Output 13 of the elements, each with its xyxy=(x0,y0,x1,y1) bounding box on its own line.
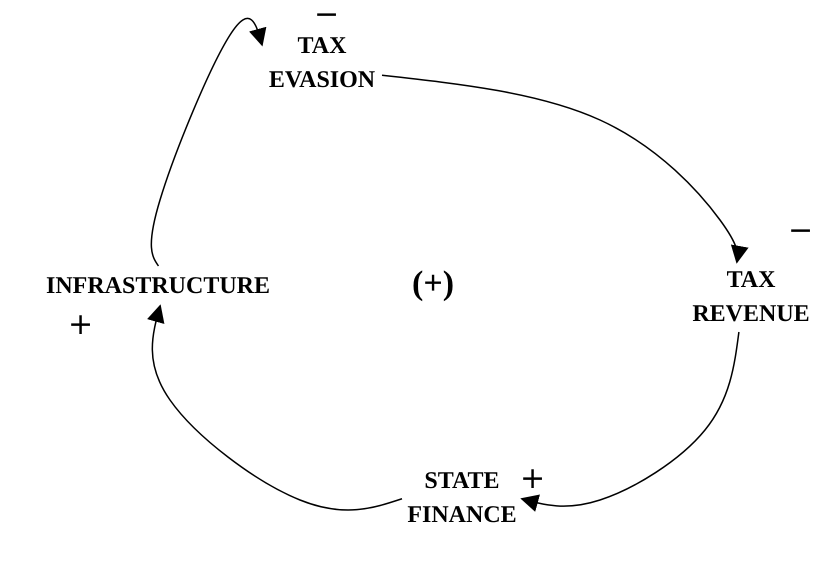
arrow xyxy=(520,332,740,512)
polarity-sign: − xyxy=(788,216,813,246)
variable-label: INFRASTRUCTURE xyxy=(8,266,308,306)
variable-label: STATE FINANCE xyxy=(402,462,522,534)
arrow xyxy=(150,18,266,266)
loop-polarity-label: (+) xyxy=(412,265,454,303)
polarity-sign: + xyxy=(520,464,546,494)
arrow xyxy=(382,74,748,264)
polarity-sign: + xyxy=(68,310,94,340)
arrow xyxy=(147,304,402,511)
variable-label: TAX EVASION xyxy=(262,28,382,98)
polarity-sign: − xyxy=(314,0,340,30)
variable-label: TAX REVENUE xyxy=(694,262,808,332)
